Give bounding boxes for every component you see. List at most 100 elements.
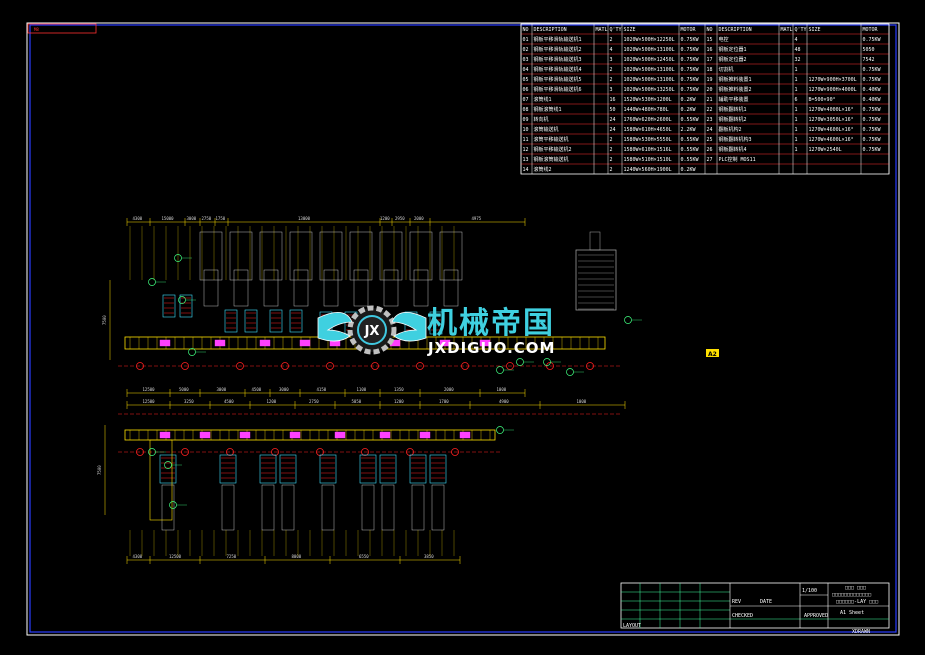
bom-cell: 0.75KW	[863, 107, 882, 113]
bom-cell: 16	[610, 97, 616, 103]
mid-dimension-lower: 4900	[499, 399, 509, 404]
watermark-english: JXDIGUO.COM	[427, 339, 555, 357]
bom-cell: 滚筒平移输送机	[534, 136, 569, 143]
top-dimension: 15000	[162, 216, 175, 221]
mid-dimension-upper: 3000	[217, 387, 227, 392]
bom-cell: 1760W×620H×2600L	[624, 117, 672, 123]
bom-cell: 0.75KW	[681, 37, 700, 43]
bom-cell: 0.55KW	[681, 117, 700, 123]
bom-cell: 0.2KW	[681, 167, 697, 173]
bom-cell: 0.75KW	[863, 147, 882, 153]
bom-cell: 5050	[863, 47, 875, 53]
bom-cell: 01	[523, 37, 529, 43]
mid-dimension-upper: 1350	[394, 387, 404, 392]
watermark: JX 机械帝国 JXDIGUO.COM	[317, 305, 555, 357]
tb-sheet: A1 Sheet	[840, 610, 864, 616]
bom-cell: PLC控制 MOS11	[719, 156, 756, 163]
bom-header-cell: Q'TY	[795, 27, 807, 33]
mid-dimension-upper: 1000	[497, 387, 507, 392]
bom-cell: 滚筒线1	[534, 96, 552, 103]
tb-approved: APPROVED	[804, 613, 828, 619]
bom-cell: 23	[707, 117, 713, 123]
bom-cell: 钢板平移滑轨输送机1	[534, 36, 582, 43]
bom-cell: 06	[523, 87, 529, 93]
bom-cell: 0.75KW	[863, 77, 882, 83]
bom-cell: 7542	[863, 57, 875, 63]
bom-cell: 滚筒输送机	[534, 126, 559, 133]
bom-cell: 3	[610, 87, 613, 93]
bom-header-cell: SIZE	[624, 27, 636, 33]
bom-cell: 钢板推料装置1	[719, 76, 752, 83]
bom-cell: 辅助平移装置	[719, 96, 749, 103]
bom-cell: 24	[610, 117, 616, 123]
bom-cell: 07	[523, 97, 529, 103]
bom-cell: 2	[610, 167, 613, 173]
tb-scale: 1/100	[802, 588, 817, 594]
side-dimension-lower: 7500	[97, 465, 102, 475]
bom-cell: 1270W×900H×4000L	[809, 87, 857, 93]
bom-cell: 0.75KW	[863, 37, 882, 43]
bom-cell: 0.75KW	[681, 77, 700, 83]
bom-cell: 电控	[719, 36, 729, 43]
bom-cell: 10	[523, 127, 529, 133]
tb-date: DATE	[760, 599, 772, 605]
bottom-dimension: 8000	[292, 554, 302, 559]
bom-cell: 翻板机构2	[719, 126, 742, 133]
bom-cell: 2.2KW	[681, 127, 697, 133]
bom-cell: 48	[795, 47, 801, 53]
top-dimension: 1200	[380, 216, 390, 221]
bom-cell: 钢板翻转机4	[719, 146, 747, 153]
top-dimension: 2000	[414, 216, 424, 221]
bom-cell: 1	[795, 87, 798, 93]
bom-cell: 钢板平移滑轨输送机6	[534, 86, 582, 93]
bom-cell: 1440W×480H×780L	[624, 107, 669, 113]
bom-cell: 钢板定位器2	[719, 56, 747, 63]
bom-header-cell: MOTOR	[863, 27, 879, 33]
bom-cell: 钢板平移滑轨输送机2	[534, 46, 582, 53]
side-marker-box	[706, 349, 719, 357]
bom-cell: 20	[707, 87, 713, 93]
top-dimension: 3000	[187, 216, 197, 221]
bom-cell: 1270W×3050L×16°	[809, 117, 854, 123]
gear-logo-icon: JX	[317, 305, 427, 355]
bom-cell: 0.2KW	[681, 107, 697, 113]
mid-dimension-lower: 3250	[184, 399, 194, 404]
bottom-dimension: 6550	[359, 554, 369, 559]
bom-cell: 钢板平移输送机2	[534, 146, 572, 153]
bom-cell: 08	[523, 107, 529, 113]
bom-header-cell: MATL	[596, 27, 608, 33]
mid-dimension-upper: 4500	[252, 387, 262, 392]
bom-cell: B=500×90°	[809, 97, 836, 103]
mid-dimension-upper: 4150	[317, 387, 327, 392]
inner-frame	[29, 24, 897, 633]
mid-dimension-lower: 4500	[224, 399, 234, 404]
bom-cell: 14	[523, 167, 529, 173]
bom-cell: 24	[707, 127, 713, 133]
tb-bottom-right: XDRAWN	[852, 629, 870, 635]
bom-cell: 26	[707, 147, 713, 153]
bom-cell: 1020W×500H×12450L	[624, 57, 675, 63]
tb-rev: REV	[732, 599, 741, 605]
bom-cell: 1270W×2540L	[809, 147, 842, 153]
top-dimension: 2750	[202, 216, 212, 221]
bom-cell: 1580W×610H×1516L	[624, 147, 672, 153]
bom-cell: 03	[523, 57, 529, 63]
bom-cell: 1270W×4600L×16°	[809, 137, 854, 143]
bom-cell: 16	[707, 47, 713, 53]
bom-cell: 2	[610, 37, 613, 43]
bom-cell: 1	[795, 77, 798, 83]
watermark-chinese: 机械帝国	[427, 306, 555, 341]
title-block: □□□ □□□ □□□□□□□□□□□□□ □□□□□□-LAY □□□ 1/1…	[620, 582, 890, 635]
bom-cell: 2	[610, 137, 613, 143]
bom-cell: 1580W×510H×1510L	[624, 157, 672, 163]
bom-cell: 25	[707, 137, 713, 143]
bom-cell: 11	[523, 137, 529, 143]
bom-cell: 钢板翻转机1	[719, 106, 747, 113]
bom-cell: 钢板推料装置2	[719, 86, 752, 93]
bom-header-cell: NO	[707, 27, 713, 33]
bom-cell: 1020W×500H×12250L	[624, 37, 675, 43]
logo-letters: JX	[364, 324, 380, 339]
bom-cell: 3	[610, 57, 613, 63]
